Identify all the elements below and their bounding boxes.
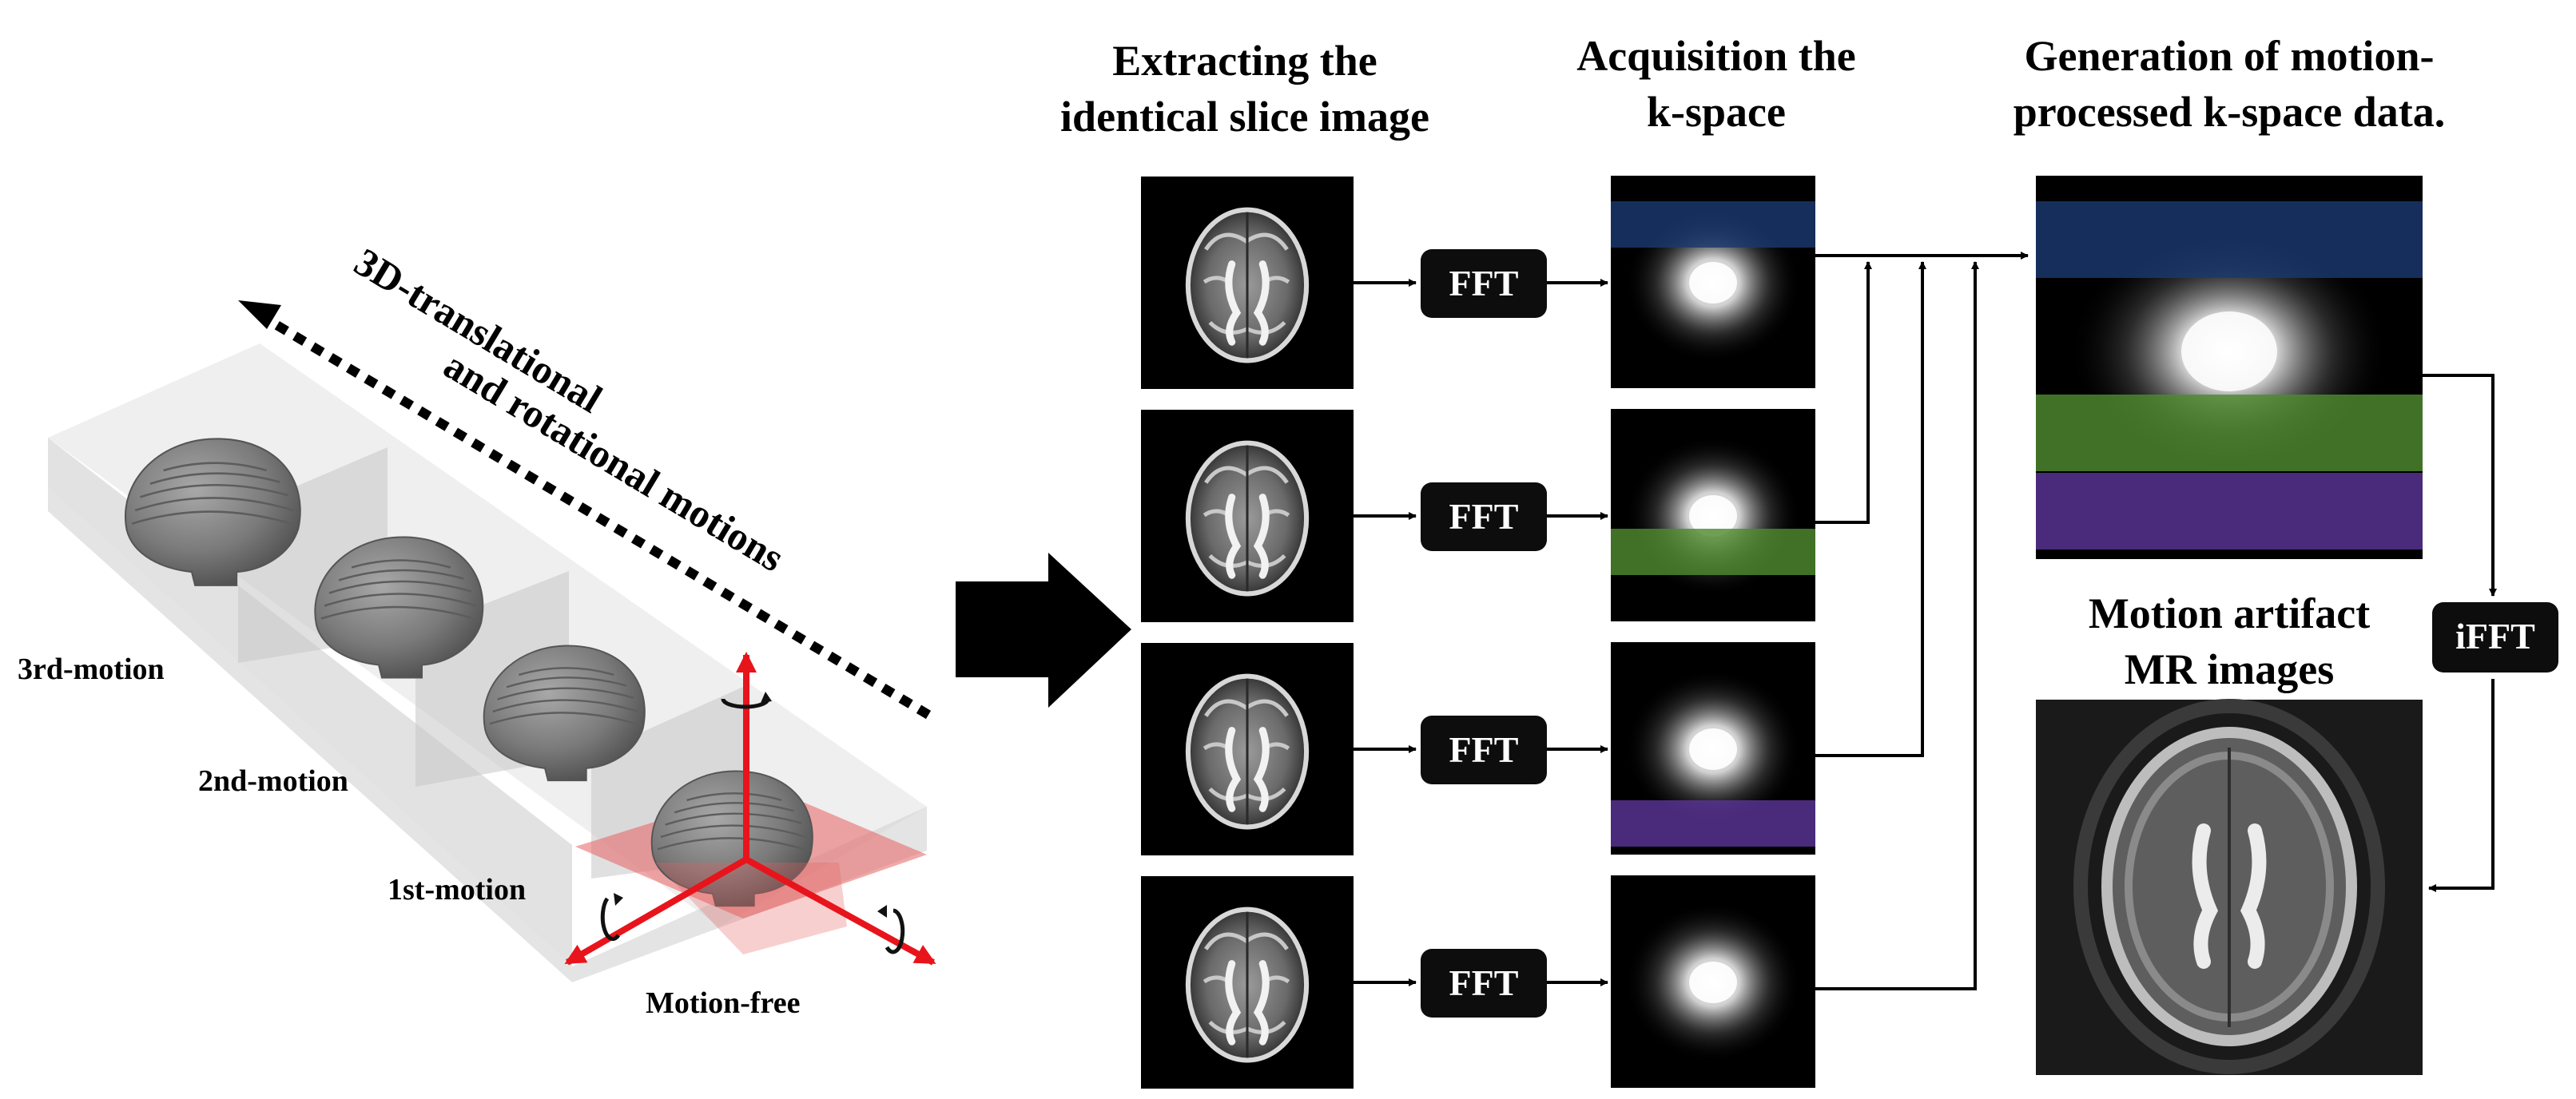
motion-illustration: 3D-translational and rotational motions … (18, 239, 936, 1020)
motion-direction-arrow (251, 307, 932, 720)
fft-badge-1: FFT (1421, 249, 1547, 318)
fft-label-3: FFT (1449, 729, 1519, 770)
fft-label-4: FFT (1449, 962, 1519, 1003)
slice-image-3 (1141, 643, 1354, 855)
title-extract-line1: Extracting the (1112, 37, 1377, 85)
kspace-band-3 (1611, 800, 1815, 847)
kspace-band-2 (1611, 529, 1815, 575)
pipeline-rows: FFT FFT FFT FFT (1141, 176, 1815, 1089)
slice-image-1 (1141, 177, 1354, 389)
rotation-icon-top (721, 692, 772, 709)
combined-band-2 (2036, 395, 2423, 471)
combined-band-3 (2036, 473, 2423, 550)
output-title-line2: MR images (2125, 645, 2334, 693)
title-acquire-line2: k-space (1647, 88, 1786, 136)
combined-band-1 (2036, 201, 2423, 278)
label-2nd-motion: 2nd-motion (198, 764, 348, 798)
pipeline-row-2: FFT (1141, 409, 1815, 622)
kspace-image-2 (1611, 409, 1815, 621)
fft-label-2: FFT (1449, 496, 1519, 537)
big-flow-arrow (956, 553, 1131, 708)
title-generate-line1: Generation of motion- (2025, 32, 2435, 80)
fft-label-1: FFT (1449, 263, 1519, 304)
pipeline-row-3: FFT (1141, 642, 1815, 855)
merge-connectors (1815, 252, 2497, 990)
combined-kspace (2036, 176, 2423, 559)
slice-image-2 (1141, 410, 1354, 622)
ifft-label: iFFT (2455, 616, 2535, 657)
axis-left (564, 856, 748, 966)
ifft-badge: iFFT (2432, 602, 2558, 672)
fft-badge-4: FFT (1421, 949, 1547, 1018)
kspace-image-1 (1611, 176, 1815, 388)
slice-image-4 (1141, 876, 1354, 1089)
label-1st-motion: 1st-motion (388, 873, 526, 907)
fft-badge-3: FFT (1421, 716, 1547, 784)
label-motion-free: Motion-free (646, 986, 800, 1020)
motion-artifact-image (2036, 699, 2423, 1075)
pipeline-row-4: FFT (1141, 875, 1815, 1089)
motion-direction-arrowhead (238, 300, 281, 329)
rotation-icon-left (600, 893, 623, 942)
rotation-icon-right (877, 905, 905, 954)
pipeline-row-1: FFT (1141, 176, 1815, 389)
title-extract-line2: identical slice image (1060, 93, 1429, 141)
kspace-band-1 (1611, 201, 1815, 248)
title-generate-line2: processed k-space data. (2013, 88, 2446, 136)
fft-badge-2: FFT (1421, 482, 1547, 551)
title-acquire-line1: Acquisition the (1576, 32, 1856, 80)
kspace-image-4 (1611, 875, 1815, 1088)
label-3rd-motion: 3rd-motion (18, 653, 165, 686)
output-title-line1: Motion artifact (2089, 589, 2370, 637)
kspace-image-3 (1611, 642, 1815, 855)
